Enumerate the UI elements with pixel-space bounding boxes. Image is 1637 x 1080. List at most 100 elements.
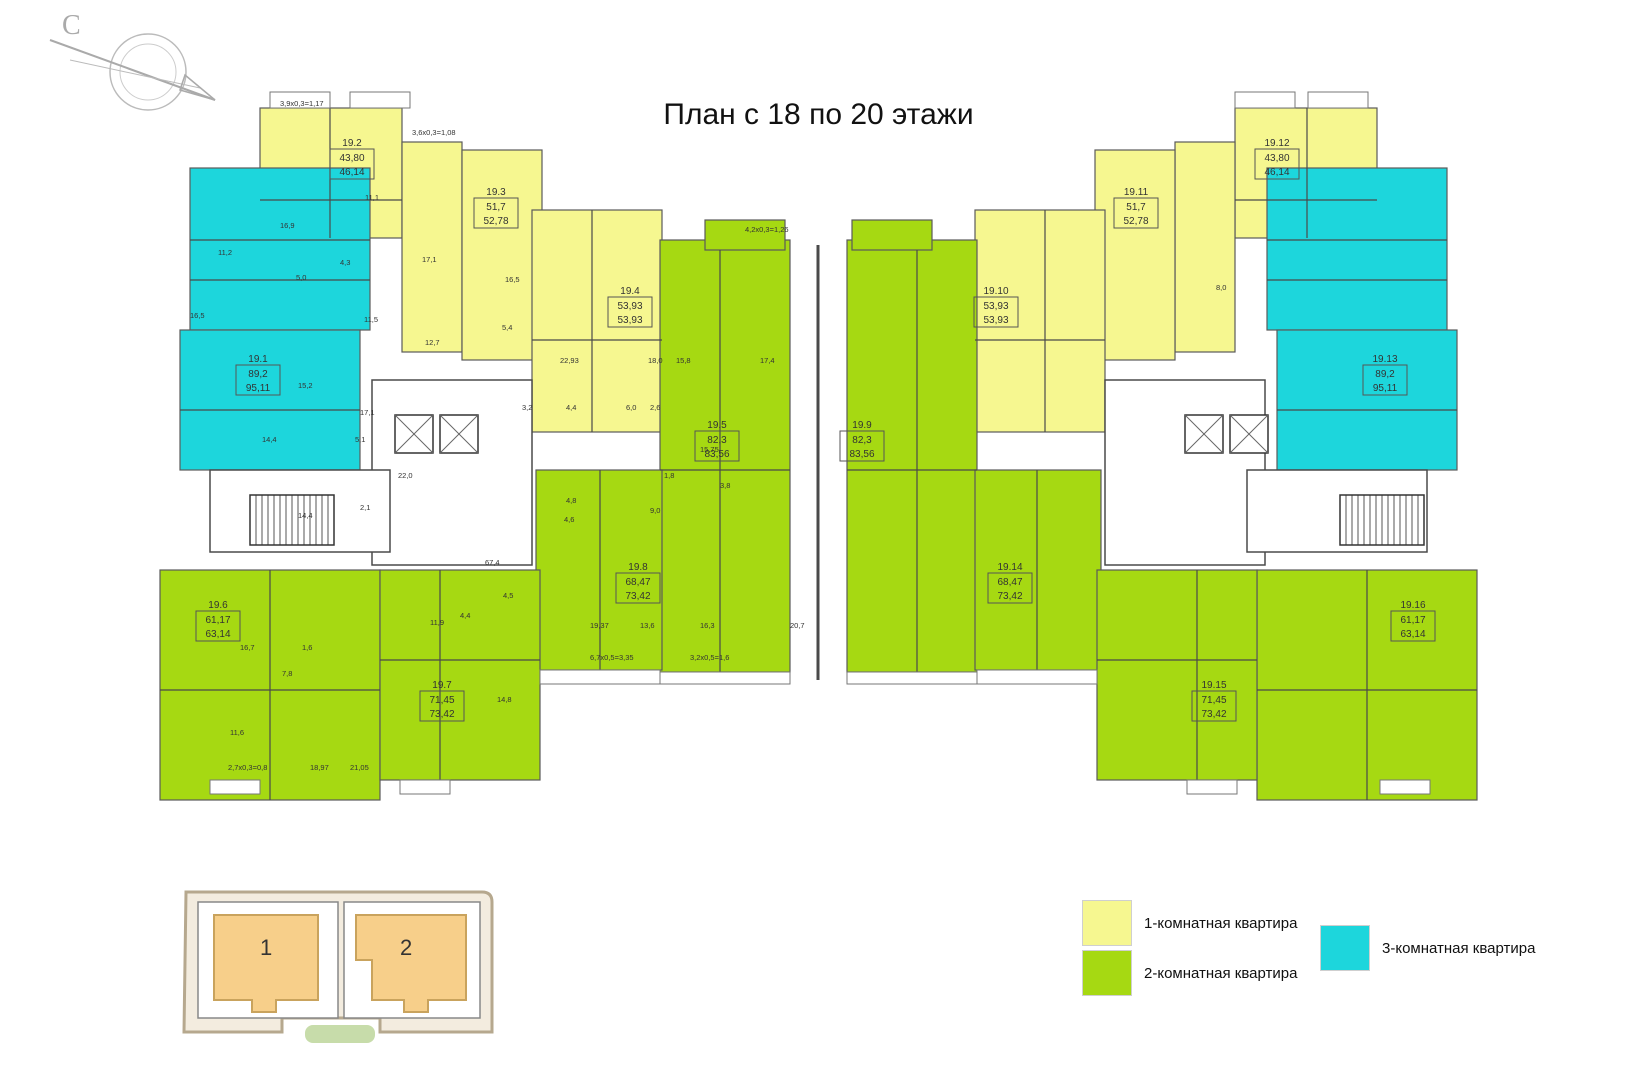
apartment-19-2: 19.2 43,80 46,14 (329, 138, 375, 180)
apartment-zone (531, 209, 663, 433)
room-area-label: 11,5 (364, 315, 378, 324)
room-area-label: 3,9x0,3=1,17 (280, 99, 324, 108)
room-area-label: 14,8 (497, 695, 512, 704)
room-area-label: 11,9 (430, 618, 444, 627)
room-area-label: 7,8 (282, 669, 292, 678)
apartment-living-area: 53,93 (617, 301, 642, 312)
room-labels: 3,9x0,3=1,173,6x0,3=1,0816,911,111,25,04… (190, 99, 1226, 772)
apartment-living-area: 89,2 (1375, 369, 1395, 380)
room-area-label: 18,97 (310, 763, 329, 772)
apartment-total-area: 46,14 (1264, 167, 1289, 178)
apartment-total-area: 95,11 (246, 383, 271, 394)
landscape-patch (305, 1025, 375, 1043)
room-area-label: 67,4 (485, 558, 500, 567)
room-area-label: 9,0 (650, 506, 660, 515)
apartment-number: 19.6 (208, 600, 228, 611)
balcony (976, 669, 1098, 685)
room-area-label: 20,7 (790, 621, 805, 630)
apartment-19-5: 19.582,383,56 (694, 420, 740, 462)
apartment-zone (974, 209, 1106, 433)
stair-outline (1339, 494, 1425, 546)
apartment-living-area: 61,17 (1400, 615, 1425, 626)
apartment-living-area: 43,80 (339, 153, 364, 164)
apartment-total-area: 73,42 (429, 709, 454, 720)
apartment-total-area: 83,56 (704, 449, 729, 460)
apartment-total-area: 53,93 (617, 315, 642, 326)
apartment-zone (1094, 149, 1176, 361)
room-area-label: 4,4 (566, 403, 576, 412)
apartment-total-area: 95,11 (1373, 383, 1398, 394)
room-area-label: 1,6 (302, 643, 312, 652)
apartment-number: 19.15 (1201, 680, 1226, 691)
apartment-19-9: 19.982,383,56 (839, 420, 885, 462)
balcony (1234, 91, 1296, 109)
section-2-label: 2 (400, 935, 412, 960)
apartment-zone (1276, 329, 1458, 471)
apartment-zone (401, 141, 463, 353)
room-area-label: 15,2 (298, 381, 313, 390)
elevator-diagonal (439, 414, 479, 454)
apartment-zone (974, 469, 1102, 671)
room-area-label: 11,2 (218, 248, 232, 257)
room-area-label: 3,6x0,3=1,08 (412, 128, 456, 137)
balcony (269, 91, 331, 109)
room-area-label: 3,2 (522, 403, 532, 412)
common-area (1104, 379, 1266, 566)
apartment-area-box (607, 296, 653, 328)
balcony (399, 779, 451, 795)
apartment-area-box (195, 610, 241, 642)
room-area-label: 6,0 (626, 403, 636, 412)
apartment-number: 19.14 (997, 562, 1022, 573)
room-area-label: 5,4 (502, 323, 512, 332)
apartment-zone (704, 219, 786, 251)
balcony (209, 779, 261, 795)
section-1-block (213, 914, 319, 1013)
room-area-label: 16,5 (190, 311, 205, 320)
apartment-number: 19.12 (1264, 138, 1289, 149)
apartment-area-box (1254, 148, 1300, 180)
room-area-label: 22,93 (560, 356, 579, 365)
balcony (539, 669, 661, 685)
page-title: План с 18 по 20 этажи (663, 98, 974, 131)
stair-outline (249, 494, 335, 546)
apartment-zone (189, 167, 371, 331)
room-area-label: 3,2x0,5=1,6 (690, 653, 729, 662)
legend-swatch-two-room (1082, 950, 1132, 996)
room-area-label: 16,7 (240, 643, 255, 652)
legend-label-one-room: 1-комнатная квартира (1144, 914, 1298, 932)
balcony (1379, 779, 1431, 795)
apartment-19-3: 19.351,752,78 (473, 187, 519, 229)
balcony (349, 91, 411, 109)
apartment-zone (535, 469, 663, 671)
apartment-number: 19.2 (342, 138, 362, 149)
apartment-number: 19.1 (248, 354, 268, 365)
room-area-label: 14,4 (262, 435, 277, 444)
room-area-label: 4,2x0,3=1,26 (745, 225, 789, 234)
section-key-map: 1 2 (182, 890, 494, 1043)
apartment-living-area: 82,3 (852, 435, 872, 446)
legend-three-room: 3-комнатная квартира (1320, 925, 1535, 971)
apartment-living-area: 89,2 (248, 369, 268, 380)
apartment-total-area: 52,78 (1123, 216, 1148, 227)
room-area-label: 4,6 (564, 515, 574, 524)
apartment-number: 19.13 (1372, 354, 1397, 365)
apartment-area-box (1191, 690, 1237, 722)
legend-two-room: 2-комнатная квартира (1082, 950, 1297, 996)
apartment-area-box (1362, 364, 1408, 396)
apartment-living-area: 51,7 (486, 202, 506, 213)
apartment-number: 19.16 (1400, 600, 1425, 611)
apartment-total-area: 46,14 (339, 167, 364, 178)
apartment-living-area: 71,45 (429, 695, 454, 706)
apartment-19-1: 19.1 89,2 95,11 (235, 354, 281, 396)
elevator-diagonal (1229, 414, 1269, 454)
apartment-total-area: 52,78 (483, 216, 508, 227)
apartment-labels: 19.243,8046,1419.351,752,7819.453,9353,9… (195, 138, 1436, 722)
room-area-label: 15,75 (700, 445, 719, 454)
balcony (1186, 779, 1238, 795)
room-area-label: 4,4 (460, 611, 470, 620)
section-1-label: 1 (260, 935, 272, 960)
room-area-label: 18,0 (648, 356, 663, 365)
